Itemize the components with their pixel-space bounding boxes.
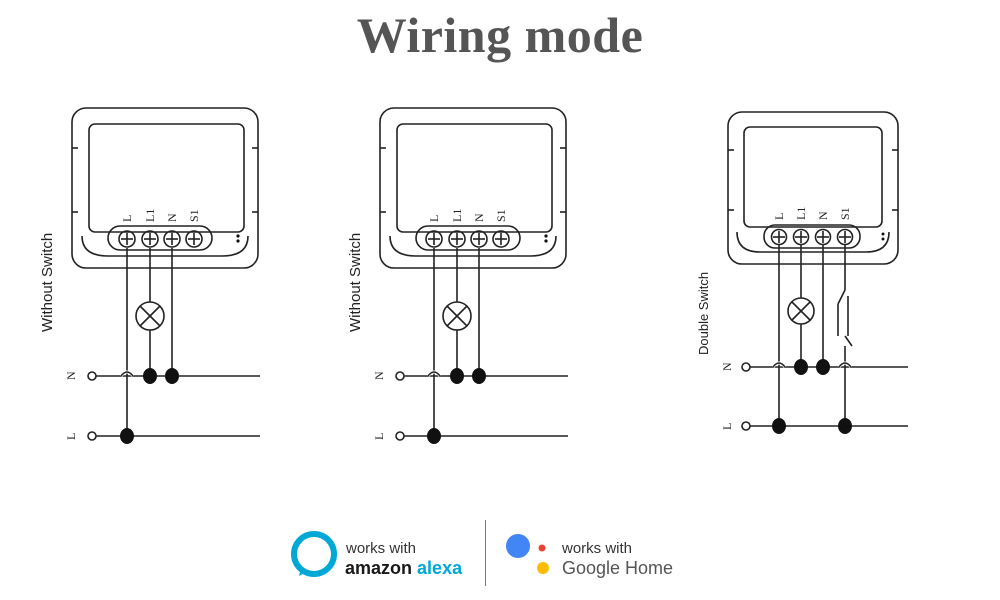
page-title: Wiring mode: [356, 7, 644, 63]
diagram-2-terminal-label: L1: [450, 209, 464, 222]
alexa-brand-text: amazon alexa: [345, 558, 462, 579]
diagram-1-terminal-label: L: [120, 215, 134, 222]
diagram-1-terminal-label: N: [165, 213, 179, 222]
diagram-1-wires: [87, 248, 260, 441]
alexa-wordmark: alexa: [417, 558, 463, 578]
badge-divider: [485, 520, 486, 586]
diagram-2-screws: [425, 230, 510, 248]
diagram-2-terminal-label: S1: [494, 209, 508, 222]
diagram-3-wires: [741, 245, 908, 431]
diagram-3-terminal-label: L1: [794, 207, 808, 220]
diagram-1-line-label: N: [64, 371, 78, 380]
google-assistant-dots-icon: [506, 534, 549, 574]
google-home-badge: works with Google Home: [505, 527, 705, 583]
diagram-3-terminal-label: L: [772, 213, 786, 220]
alexa-badge: works with amazon alexa: [289, 527, 469, 583]
diagram-3-line-label: L: [720, 423, 734, 430]
diagram-2-line-label: L: [372, 433, 386, 440]
diagram-3-device: [727, 111, 899, 265]
diagram-2-side-label: Without Switch: [347, 233, 364, 332]
diagram-3-terminal-label: N: [816, 211, 830, 220]
diagram-3-screws: [770, 228, 854, 246]
google-home-wordmark: Google Home: [562, 558, 674, 578]
diagram-1-screws: [118, 230, 203, 248]
diagram-1-device: [71, 107, 259, 269]
diagram-3-side-label: Double Switch: [696, 272, 711, 355]
diagram-2-wires: [395, 248, 568, 441]
diagram-1-line-label: L: [64, 433, 78, 440]
diagram-1-terminal-label: L1: [143, 209, 157, 222]
google-works-with-text: works with: [562, 540, 633, 557]
alexa-ring-icon: [291, 531, 337, 577]
alexa-works-with-text: works with: [346, 540, 417, 557]
diagram-3-terminal-label: S1: [838, 207, 852, 220]
diagram-2-terminal-label: L: [427, 215, 441, 222]
diagram-3-line-label: N: [720, 362, 734, 371]
diagram-1-side-label: Without Switch: [39, 233, 56, 332]
diagram-2-terminal-label: N: [472, 213, 486, 222]
amazon-wordmark: amazon: [345, 558, 413, 578]
diagram-2-line-label: N: [372, 371, 386, 380]
diagram-1-terminal-label: S1: [187, 209, 201, 222]
